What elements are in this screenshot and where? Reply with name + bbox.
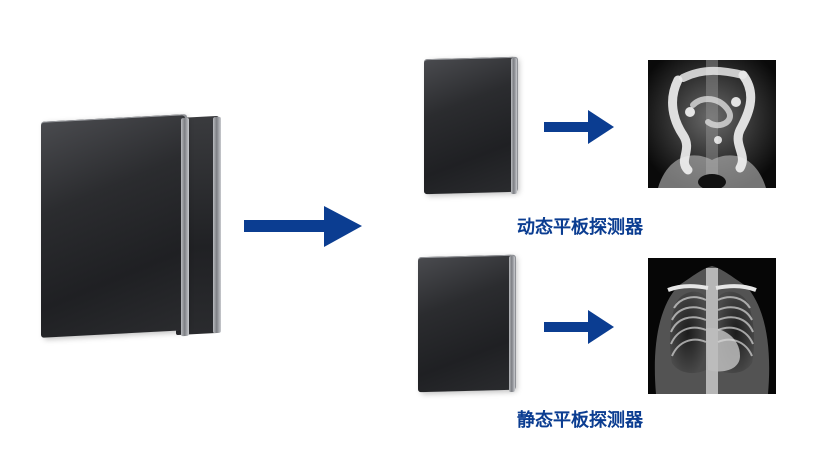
static-detector-panel — [418, 254, 514, 393]
dynamic-detector-label: 动态平板探测器 — [517, 217, 643, 238]
main-arrow-icon — [244, 206, 362, 247]
dynamic-arrow-icon — [544, 110, 614, 144]
chest-xray-image — [648, 258, 776, 394]
detector-back-panel-edge — [213, 116, 221, 334]
detector-front-panel — [41, 114, 185, 338]
static-detector-label: 静态平板探测器 — [517, 410, 643, 431]
detector-front-panel-edge — [181, 117, 189, 337]
static-detector-panel-edge — [509, 255, 515, 393]
abdominal-xray-image — [648, 60, 776, 188]
dynamic-detector-panel-edge — [511, 57, 517, 195]
static-arrow-icon — [544, 310, 614, 344]
dynamic-detector-panel — [424, 56, 516, 195]
